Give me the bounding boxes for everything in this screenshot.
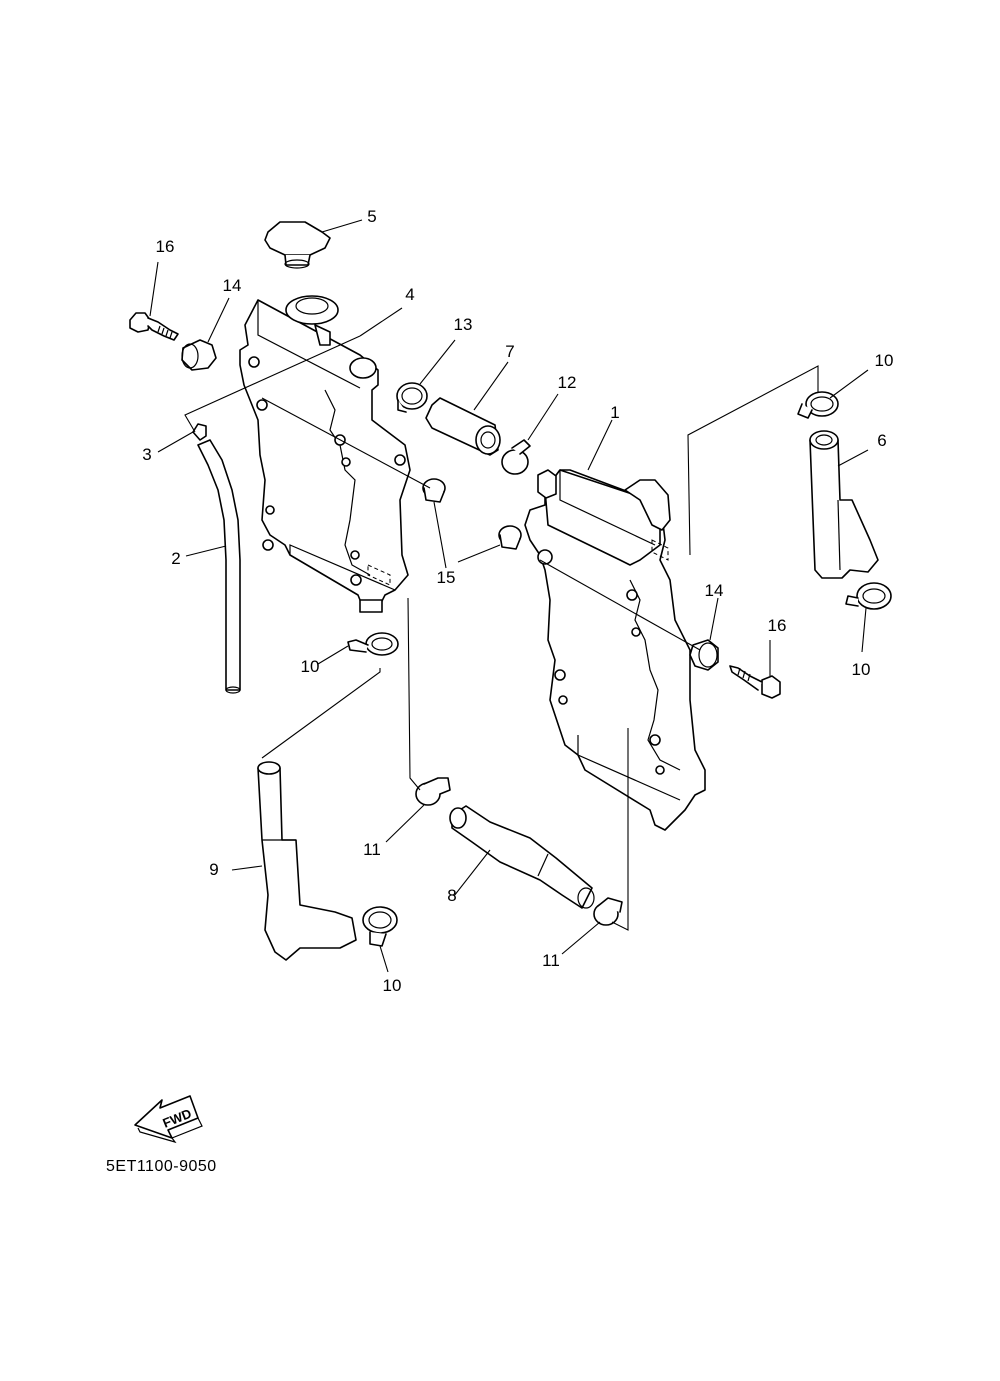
joint-pipe-7 [425, 397, 501, 456]
callout-3: 3 [142, 445, 151, 464]
callout-11-lower: 11 [542, 951, 560, 970]
callout-7: 7 [505, 342, 514, 361]
bolt-left [129, 312, 179, 341]
hose-clamp-10-lower-right [845, 582, 892, 610]
callouts: 5 16 14 4 13 7 12 1 10 6 3 2 15 14 16 10… [142, 207, 893, 995]
hose-clamp-10-left [347, 632, 399, 656]
grommet-left [181, 339, 217, 371]
clamp-11-upper [415, 777, 451, 806]
callout-14-left: 14 [223, 276, 242, 295]
callout-9: 9 [209, 860, 218, 879]
clamp-13 [396, 382, 428, 413]
lower-hose-8 [449, 805, 595, 909]
collar-upper [422, 478, 446, 503]
left-radiator [239, 295, 411, 613]
callout-10-left: 10 [301, 657, 320, 676]
right-radiator [524, 469, 706, 831]
collar-lower [498, 525, 522, 550]
callout-16-left: 16 [156, 237, 175, 256]
clamp-11-lower [593, 897, 623, 926]
grommet-right [689, 639, 719, 671]
callout-10-lower-right: 10 [852, 660, 871, 679]
callout-14-right: 14 [705, 581, 724, 600]
breather-hose [197, 439, 241, 694]
leader-lines [149, 219, 869, 973]
radiator-cap [264, 221, 331, 269]
hose-clamp-10-lower-left [362, 906, 398, 947]
hose-clip [192, 423, 207, 441]
callout-13: 13 [454, 315, 473, 334]
callout-10-lower-left: 10 [383, 976, 402, 995]
diagram-reference-code: 5ET1100-9050 [106, 1158, 217, 1175]
callout-8: 8 [447, 886, 456, 905]
callout-11-upper: 11 [363, 840, 381, 859]
y-hose-6 [809, 430, 879, 579]
callout-2: 2 [171, 549, 180, 568]
bolt-right [729, 665, 781, 699]
lower-hose-9 [257, 761, 357, 961]
callout-16-right: 16 [768, 616, 787, 635]
callout-12: 12 [558, 373, 577, 392]
callout-4: 4 [405, 285, 414, 304]
clamp-12 [501, 439, 531, 475]
callout-1: 1 [610, 403, 619, 422]
forward-arrow-icon: FWD [134, 1095, 203, 1144]
callout-6: 6 [877, 431, 886, 450]
callout-15: 15 [437, 568, 456, 587]
callout-5: 5 [367, 207, 376, 226]
callout-10-upper-right: 10 [875, 351, 894, 370]
